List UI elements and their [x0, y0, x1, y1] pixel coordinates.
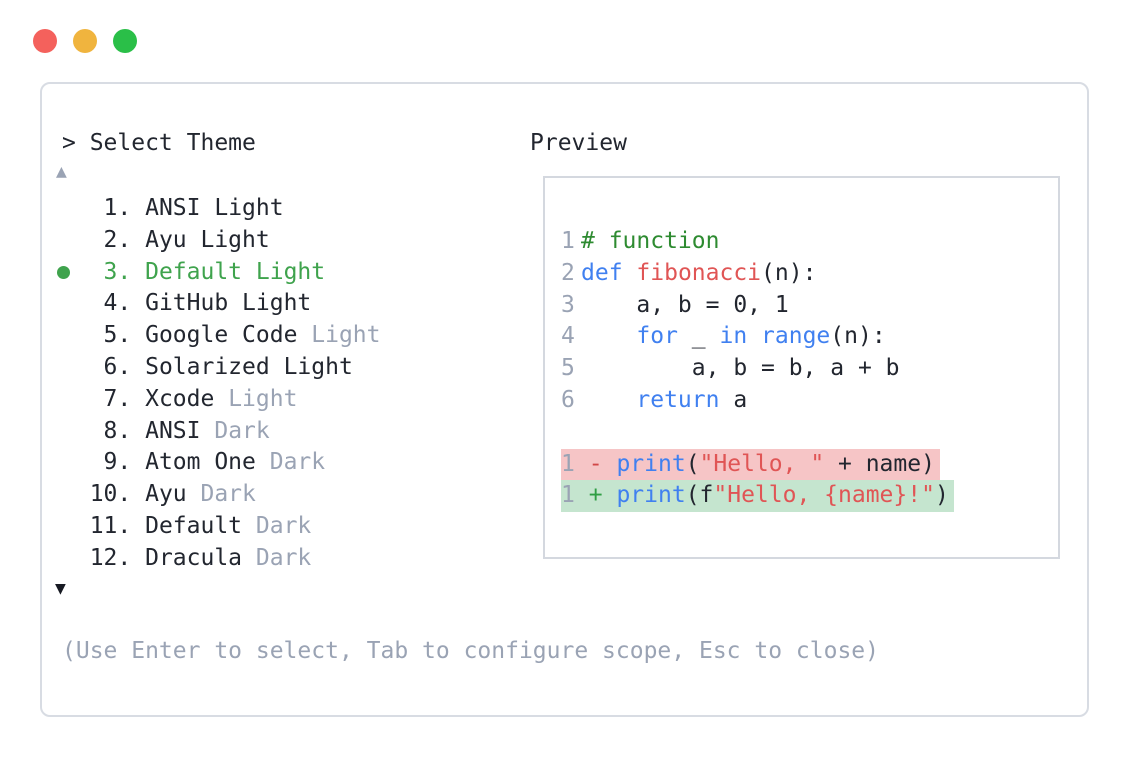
theme-list-item[interactable]: 9. Atom One Dark	[62, 449, 326, 476]
theme-list: 1. ANSI Light 2. Ayu Light 3. Default Li…	[62, 193, 381, 575]
scroll-up-icon[interactable]: ▲	[56, 161, 67, 182]
scroll-down-icon[interactable]: ▼	[55, 578, 66, 599]
code-line: 6 return a	[561, 386, 748, 413]
theme-list-item[interactable]: 5. Google Code Light	[62, 322, 381, 349]
theme-list-item[interactable]: 4. GitHub Light	[62, 290, 312, 317]
theme-list-item[interactable]: 12. Dracula Dark	[62, 544, 312, 571]
theme-list-item[interactable]: 1. ANSI Light	[62, 195, 284, 221]
code-line: 1# function	[561, 228, 720, 254]
preview-title: Preview	[530, 130, 627, 156]
theme-list-item[interactable]: 11. Default Dark	[62, 512, 312, 539]
maximize-icon[interactable]	[113, 29, 137, 53]
theme-list-item[interactable]: 3. Default Light	[62, 258, 326, 285]
code-line: 3 a, b = 0, 1	[561, 291, 789, 318]
close-icon[interactable]	[33, 29, 57, 53]
selected-item-dot-icon	[57, 266, 70, 279]
theme-list-item[interactable]: 2. Ayu Light	[62, 226, 270, 253]
theme-list-item[interactable]: 6. Solarized Light	[62, 353, 353, 380]
help-text: (Use Enter to select, Tab to configure s…	[62, 638, 879, 664]
code-line: 5 a, b = b, a + b	[561, 355, 900, 382]
diff-added-line: 1 + print(f"Hello, {name}!")	[561, 480, 954, 513]
diff-removed-line: 1 - print("Hello, " + name)	[561, 448, 954, 481]
theme-list-item[interactable]: 10. Ayu Dark	[62, 481, 256, 508]
code-blank-line	[561, 417, 954, 449]
theme-list-item[interactable]: 8. ANSI Dark	[62, 417, 270, 444]
select-theme-prompt: > Select Theme	[62, 130, 256, 156]
minimize-icon[interactable]	[73, 29, 97, 53]
theme-list-item[interactable]: 7. Xcode Light	[62, 385, 298, 412]
code-line: 4 for _ in range(n):	[561, 323, 886, 350]
